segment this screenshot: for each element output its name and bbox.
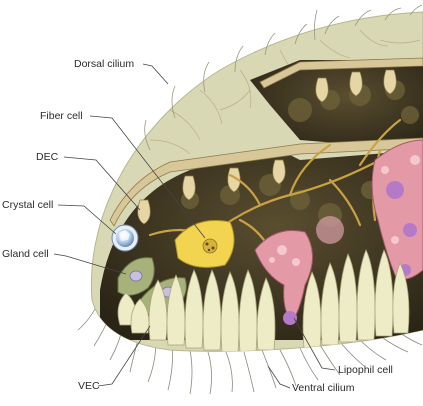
leader-fiber-cell bbox=[89, 115, 206, 239]
label-dorsal-cilium: Dorsal cilium bbox=[74, 58, 135, 70]
leader-crystal-cell bbox=[57, 204, 117, 235]
label-leader-lines bbox=[53, 63, 336, 389]
fiber-cell bbox=[174, 219, 235, 268]
label-fiber-cell: Fiber cell bbox=[40, 110, 83, 122]
leader-lipophil-cell bbox=[293, 317, 336, 371]
label-lipophil-cell: Lipophil cell bbox=[338, 364, 393, 376]
dorsal-cilia bbox=[144, 4, 423, 151]
leader-dec bbox=[63, 156, 141, 211]
leader-gland-cell bbox=[53, 253, 127, 275]
leader-ventral-cilium bbox=[267, 365, 291, 389]
leader-dorsal-cilium bbox=[142, 63, 169, 85]
dorsal-epithelium-edge bbox=[109, 57, 423, 227]
label-ventral-cilium: Ventral cilium bbox=[292, 382, 355, 394]
ventral-epithelium bbox=[117, 248, 410, 352]
label-crystal-cell: Crystal cell bbox=[2, 199, 54, 211]
dorsal-hanging-cells bbox=[137, 69, 397, 225]
crystal-cell bbox=[111, 224, 139, 252]
label-gland-cell: Gland cell bbox=[2, 248, 49, 260]
label-vec: VEC bbox=[78, 380, 100, 392]
leader-vec bbox=[97, 325, 151, 387]
dorsal-surface bbox=[149, 29, 421, 155]
lipophil-cells bbox=[254, 139, 423, 325]
label-dec: DEC bbox=[36, 151, 59, 163]
